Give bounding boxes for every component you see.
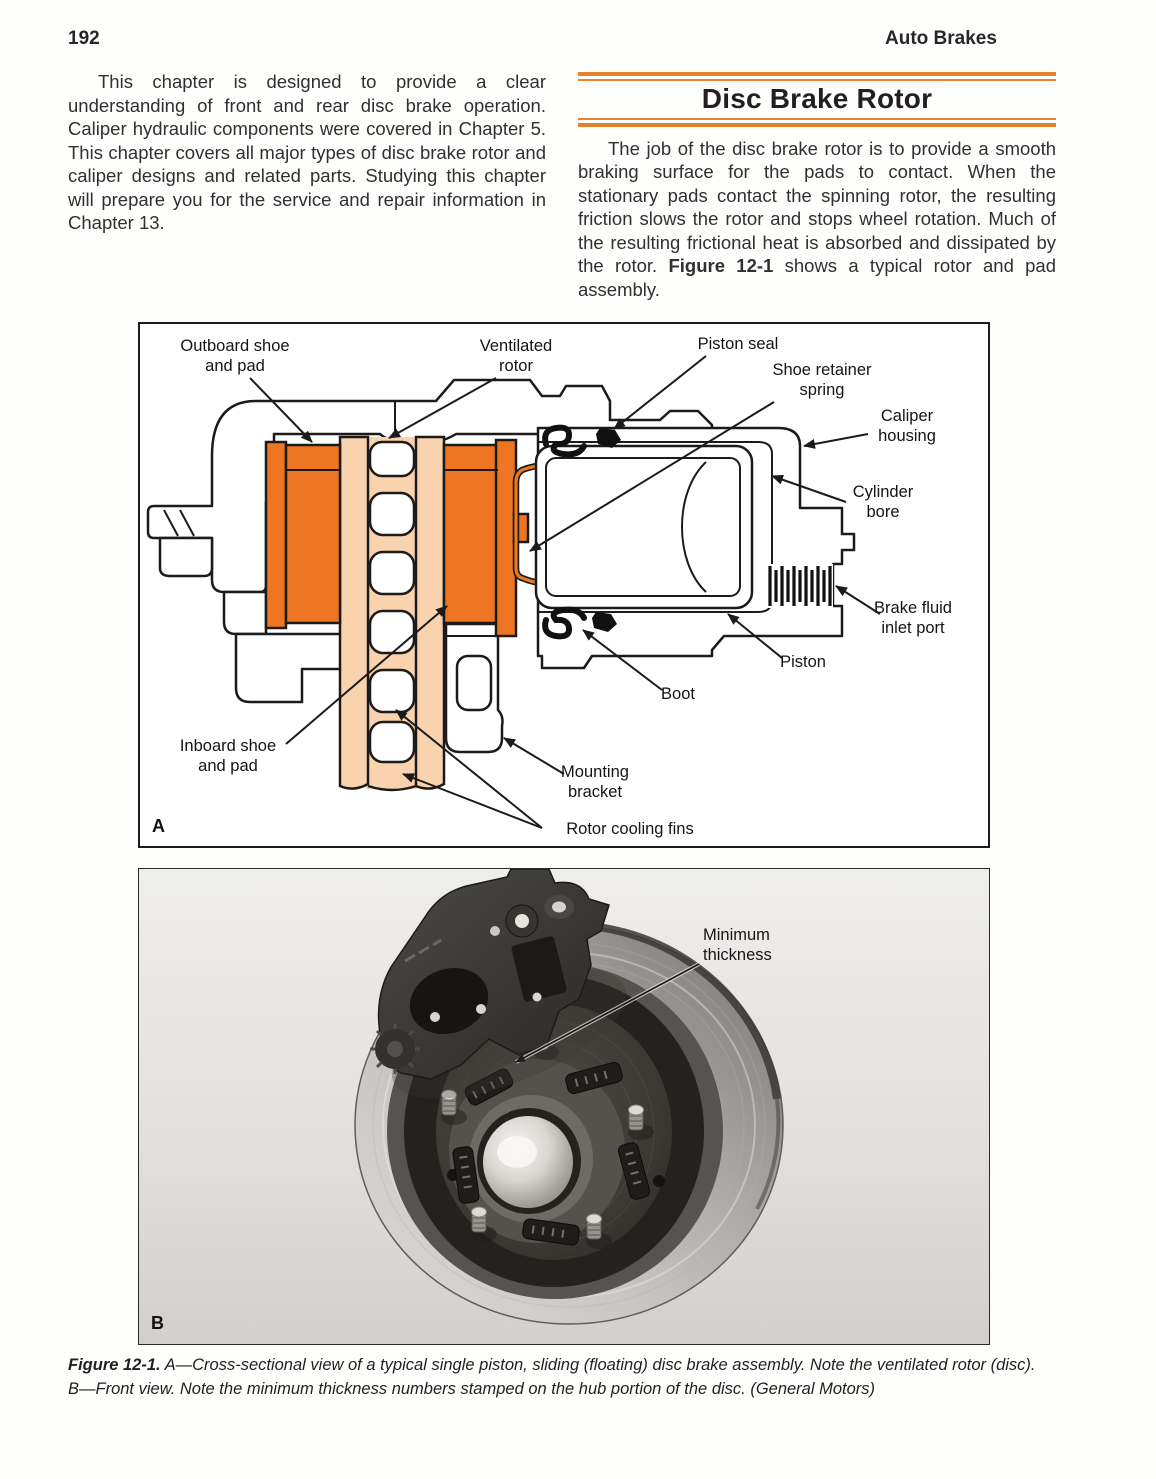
- figure-b-panel: Minimum thickness B: [138, 868, 990, 1345]
- callout-arrows: [249, 355, 881, 829]
- caliper-bracket-photo: [370, 869, 627, 1099]
- panel-letter-a: A: [152, 816, 165, 836]
- piston-drawing: [534, 444, 754, 610]
- section-rule-bottom-thin: [578, 117, 1056, 120]
- disc-brake-cross-section-drawing: [146, 355, 881, 829]
- section-text-1: The job of the disc brake rotor is to pr…: [578, 137, 1056, 277]
- callout-cylinder-bore: Cylinder bore: [852, 483, 914, 521]
- figure-a-panel: Outboard shoe and pad Ventilated rotor P…: [138, 322, 990, 848]
- callout-ventilated-rotor: Ventilated rotor: [479, 337, 553, 375]
- section-rule-top-thick: [578, 72, 1056, 76]
- caliper-arm-step: [222, 590, 268, 636]
- inlet-port-threads: [766, 564, 833, 608]
- min-thickness-arrow: [515, 962, 700, 1064]
- outboard-pad: [284, 443, 342, 625]
- bracket-left-end: [234, 632, 347, 704]
- panel-letter-b: B: [151, 1313, 164, 1333]
- callout-outboard-shoe: Outboard shoe and pad: [180, 337, 290, 375]
- rotor-cooling-fin-holes: [368, 440, 416, 764]
- figure-reference: Figure 12-1: [668, 255, 774, 276]
- inboard-pad: [442, 443, 500, 625]
- outboard-backing-plate: [264, 440, 288, 630]
- caption-line2: B—Front view. Note the minimum thickness…: [68, 1380, 876, 1398]
- callout-piston: Piston: [780, 653, 826, 671]
- caliper-left-lower-step: [158, 536, 214, 578]
- rotor-front-view-photo: [139, 869, 989, 1344]
- callout-minimum-thickness: Minimum thickness: [703, 926, 772, 964]
- callout-caliper-housing: Caliper housing: [878, 407, 936, 445]
- brake-pads-drawing: [264, 438, 530, 638]
- callout-boot: Boot: [661, 685, 695, 703]
- piston-seal-top: [596, 428, 621, 448]
- ventilated-rotor-drawing: [338, 435, 446, 792]
- section-rule-top-thin: [578, 79, 1056, 81]
- running-head: Auto Brakes: [885, 28, 997, 49]
- boot-top: [542, 424, 587, 458]
- section-column: Disc Brake Rotor The job of the disc bra…: [578, 72, 1056, 301]
- caption-label: Figure 12-1.: [68, 1356, 161, 1374]
- mounting-bracket-hole: [455, 654, 493, 712]
- caption-line1: A—Cross-sectional view of a typical sing…: [164, 1356, 1036, 1374]
- figure-caption: Figure 12-1. A—Cross-sectional view of a…: [68, 1353, 1092, 1401]
- section-title: Disc Brake Rotor: [701, 83, 933, 114]
- boot-bottom: [542, 606, 587, 640]
- page-number: 192: [68, 28, 100, 49]
- callout-inboard-shoe: Inboard shoe and pad: [179, 737, 277, 775]
- piston-seal-bottom: [592, 612, 617, 632]
- callout-mounting-bracket: Mounting bracket: [561, 763, 629, 801]
- bracket-gear-detail: [370, 1024, 420, 1074]
- callout-shoe-retainer-spring: Shoe retainer spring: [772, 361, 872, 399]
- callout-brake-fluid-inlet: Brake fluid inlet port: [874, 599, 952, 637]
- intro-paragraph: This chapter is designed to provide a cl…: [68, 71, 546, 233]
- section-paragraph: The job of the disc brake rotor is to pr…: [578, 137, 1056, 302]
- intro-column: This chapter is designed to provide a cl…: [68, 70, 546, 235]
- section-rule-bottom-thick: [578, 122, 1056, 127]
- callout-rotor-cooling-fins: Rotor cooling fins: [566, 820, 694, 838]
- stamped-numbers: [452, 1061, 651, 1246]
- section-text-2: shows a typical rotor and pad assembly.: [578, 255, 1057, 300]
- callout-piston-seal: Piston seal: [697, 335, 779, 353]
